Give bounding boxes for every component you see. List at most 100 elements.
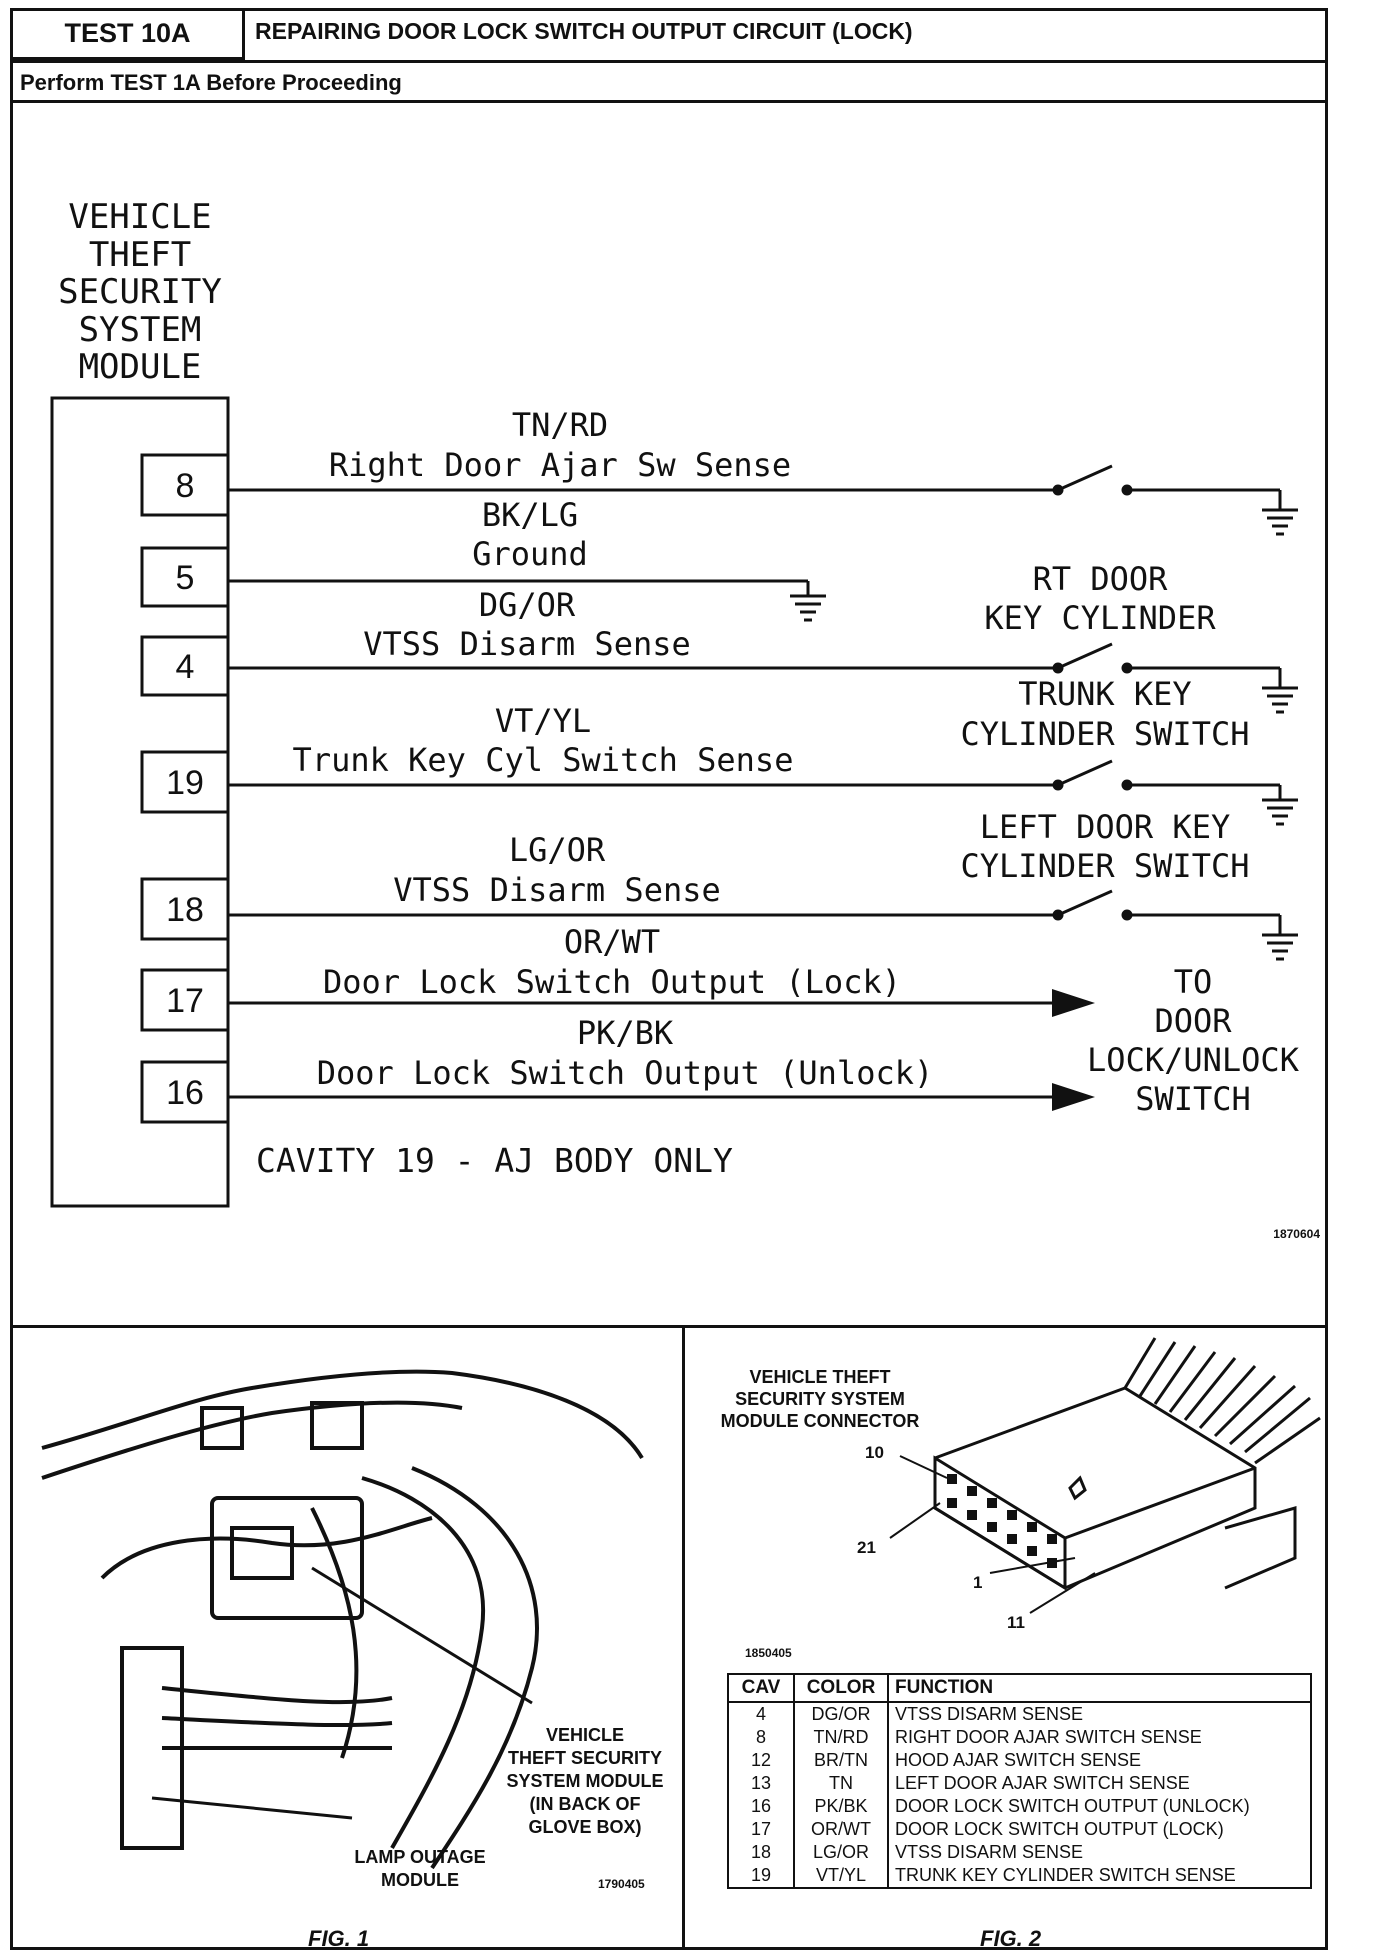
wire-color-19: VT/YL	[495, 702, 591, 740]
fig1-module-callout-line4: (IN BACK OF	[529, 1794, 641, 1814]
cell-color: TN/RD	[793, 1726, 889, 1749]
pin-label-10: 10	[865, 1443, 884, 1462]
wire-color-18: LG/OR	[509, 831, 606, 869]
ground-symbol-19	[1262, 785, 1298, 826]
connector-title-line2: SECURITY SYSTEM	[735, 1389, 905, 1409]
module-label-line5: MODULE	[79, 347, 202, 387]
leader-pin-11	[1029, 1572, 1096, 1614]
pin-number-4: 4	[176, 648, 195, 686]
col-header-function: FUNCTION	[887, 1673, 1312, 1703]
pin-label-11: 11	[1007, 1613, 1025, 1632]
pin-box-17	[140, 968, 230, 1032]
harness-main	[41, 1369, 644, 1460]
vtss-connector	[230, 1526, 294, 1580]
pin-number-18: 18	[166, 891, 204, 929]
cell-function: TRUNK KEY CYLINDER SWITCH SENSE	[887, 1864, 1312, 1889]
lamp-wires	[161, 1686, 393, 1750]
leader-pin-10	[899, 1455, 948, 1479]
pin-box-8	[140, 453, 230, 517]
col-header-color: COLOR	[793, 1673, 889, 1703]
cell-function: VTSS DISARM SENSE	[887, 1702, 1312, 1726]
vtss-callout-leader	[311, 1566, 533, 1705]
wire-name-5: Ground	[472, 535, 588, 573]
col-header-cav: CAV	[727, 1673, 795, 1703]
connector-face	[933, 1455, 1067, 1591]
wire-name-17: Door Lock Switch Output (Lock)	[323, 963, 901, 1001]
cell-color: PK/BK	[793, 1795, 889, 1818]
pin-label-21: 21	[857, 1538, 876, 1557]
pin-box-5	[140, 546, 230, 608]
switch-right-door-ajar	[1052, 464, 1280, 496]
cavity-table-header: CAV COLOR FUNCTION	[727, 1673, 1312, 1703]
wire-name-19: Trunk Key Cyl Switch Sense	[293, 741, 794, 779]
pin-number-19: 19	[166, 764, 204, 802]
wire-name-16: Door Lock Switch Output (Unlock)	[317, 1054, 934, 1092]
wire-color-5: BK/LG	[482, 496, 578, 534]
pin-box-18	[140, 877, 230, 941]
pin-box-16	[140, 1060, 230, 1124]
pin-number-8: 8	[176, 467, 195, 505]
cell-function: HOOD AJAR SWITCH SENSE	[887, 1749, 1312, 1772]
schematic-ref: 1870604	[1273, 1227, 1320, 1241]
cell-function: LEFT DOOR AJAR SWITCH SENSE	[887, 1772, 1312, 1795]
connector-title-line1: VEHICLE THEFT	[749, 1367, 891, 1387]
connector-title: VEHICLE THEFT SECURITY SYSTEM MODULE CON…	[700, 1366, 940, 1432]
cell-cav: 19	[727, 1864, 795, 1889]
wire-color-8: TN/RD	[512, 406, 608, 444]
cell-function: DOOR LOCK SWITCH OUTPUT (LOCK)	[887, 1818, 1312, 1841]
to-switch-label-line1: TO	[1174, 963, 1213, 1001]
connector-title-line3: MODULE CONNECTOR	[720, 1411, 920, 1431]
cell-color: OR/WT	[793, 1818, 889, 1841]
connector-drawing: 10 21 1 11 1850405	[745, 1337, 1321, 1658]
harness-loop	[100, 1516, 433, 1580]
vtss-module-body	[210, 1496, 364, 1620]
to-switch-label-line2: DOOR	[1154, 1002, 1232, 1040]
fig1-ref: 1790405	[598, 1877, 645, 1891]
cell-cav: 8	[727, 1726, 795, 1749]
harness-drop2	[411, 1466, 539, 1870]
harness-drop	[361, 1476, 486, 1849]
to-switch-label-line3: LOCK/UNLOCK	[1087, 1041, 1300, 1079]
arrow-16	[1052, 1083, 1095, 1111]
module-label-line2: THEFT	[89, 235, 191, 275]
module-label-line1: VEHICLE	[68, 197, 211, 237]
pin-label-1: 1	[973, 1573, 982, 1592]
fig1-lamp-callout-line1: LAMP OUTAGE	[354, 1847, 486, 1867]
wiring-schematic: VEHICLE THEFT SECURITY SYSTEM MODULE 8 5…	[50, 197, 1320, 1241]
ground-symbol-4	[1262, 668, 1298, 714]
pin-number-5: 5	[176, 559, 195, 597]
connector-top	[1064, 1466, 1256, 1540]
cell-color: TN	[793, 1772, 889, 1795]
switch-left-door-key	[1052, 889, 1280, 921]
fig1-lamp-callout: LAMP OUTAGE MODULE	[340, 1846, 500, 1892]
test-subtitle: Perform TEST 1A Before Proceeding	[20, 70, 402, 95]
test-id: TEST 10A	[13, 10, 245, 60]
cell-cav: 17	[727, 1818, 795, 1841]
subtitle-divider	[10, 100, 1328, 103]
fig1-module-callout-line1: VEHICLE	[545, 1725, 624, 1745]
figures-divider	[10, 1325, 1328, 1328]
leader-pin-1	[989, 1557, 1076, 1574]
harness-lower	[41, 1400, 463, 1480]
fig2-label: FIG. 2	[980, 1926, 1042, 1951]
cell-function: RIGHT DOOR AJAR SWITCH SENSE	[887, 1726, 1312, 1749]
cell-cav: 13	[727, 1772, 795, 1795]
page-frame	[10, 8, 1328, 1950]
fig1-module-callout-line5: GLOVE BOX)	[528, 1817, 642, 1837]
wire-name-4: VTSS Disarm Sense	[363, 625, 691, 663]
wire-color-17: OR/WT	[564, 923, 660, 961]
connector-cavities	[947, 1474, 1057, 1568]
cell-cav: 16	[727, 1795, 795, 1818]
wire-name-8: Right Door Ajar Sw Sense	[329, 446, 791, 484]
fig1-module-callout: VEHICLE THEFT SECURITY SYSTEM MODULE (IN…	[490, 1724, 680, 1839]
cell-color: BR/TN	[793, 1749, 889, 1772]
pin-number-17: 17	[166, 982, 204, 1020]
fig1-lamp-callout-line2: MODULE	[381, 1870, 459, 1890]
connector-key	[1068, 1475, 1087, 1501]
